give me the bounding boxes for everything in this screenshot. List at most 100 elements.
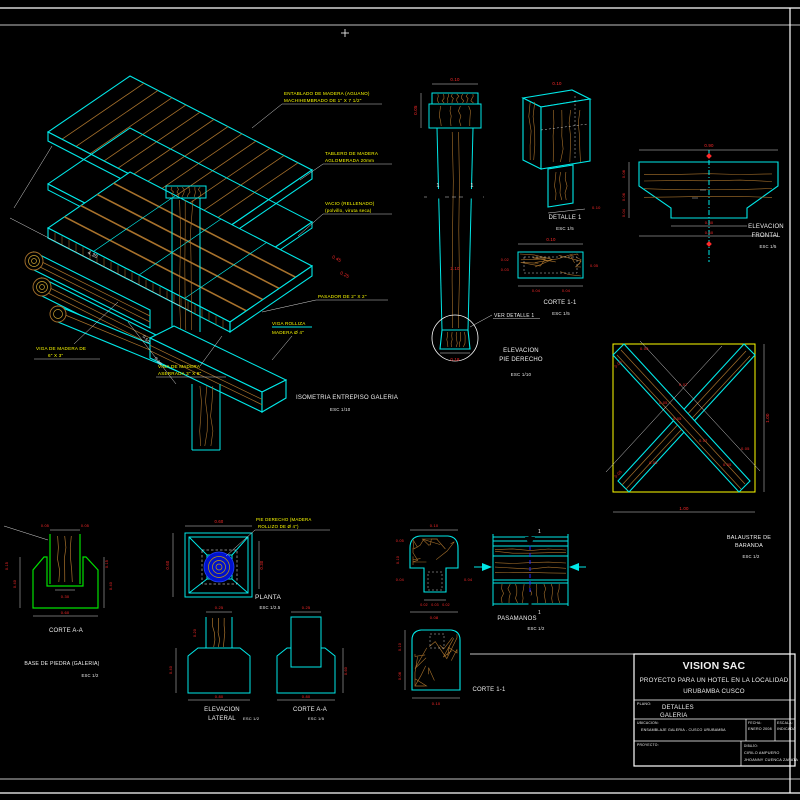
detail-1-view: 0.10 0.10 DETALLE 1 ESC 1/5 [521,81,601,231]
view-title: CORTE 1-1 [543,300,576,306]
dim: 0.05 [613,469,623,479]
view-scale: ESC 1/5 [556,226,574,231]
base-section-view: 0.25 0.60 0.80 CORTE A-A ESC 1/5 [276,605,348,721]
iso-dimensions: 4.30 0.50 0.30 0.45 0.25 [9,145,350,385]
escala-value: INDICADA [777,727,796,731]
dim: 0.10 [552,81,562,86]
dim: 0.05 [613,359,623,369]
iso-dim: 0.45 [331,254,342,263]
view-scale: ESC 1/2 [243,716,260,721]
dim: 0.04 [622,209,626,217]
dim: 0.03 [501,268,509,272]
view-title: ELEVACION [503,348,539,354]
dim: 0.10 [546,237,556,242]
dim: 0.08 [398,672,402,680]
section-marker-1: 1 [525,528,541,546]
view-scale: ESC 1/2 [743,554,760,559]
section-number: 1 [538,529,541,535]
dim: 0.05 [81,524,89,528]
log-beam [24,251,151,329]
dim: 0.18 [450,357,460,362]
dim: 0.30 [61,594,70,599]
dim: 0.25 [302,605,311,610]
dim: 0.60 [215,519,224,524]
fecha-label: FECHA: [748,721,762,725]
escala-label: ESCALA: [777,721,793,725]
section-marker-1: 1 [465,183,483,199]
sheet-title: GALERIA [660,713,687,719]
view-title: BALAUSTRE DE [727,535,771,541]
dim: 0.40 [13,580,17,588]
dim: 0.40 [169,666,173,674]
company-name: VISION SAC [683,660,746,672]
label-pie-derecho: PIE DERECHO (MADERA [256,517,312,522]
dim: 1.00 [679,506,689,511]
dibujo-name: JHOANNY CUENCA ZAPATA [744,758,798,762]
handrail-profile-sections: 0.10 0.05 0.10 0.04 0.04 0.02 0.03 0.02 … [396,523,506,706]
view-scale: ESC 1/5 [308,716,325,721]
see-detail-note: VER DETALLE 1 [494,313,534,319]
section-marker-1: 1 [525,594,541,616]
dim: 0.10 [398,643,402,651]
dim: 0.30 [259,560,264,569]
view-title: CORTE A-A [49,628,83,634]
sheet-border [0,7,800,794]
project-title: PROYECTO PARA UN HOTEL EN LA LOCALIDAD [640,677,789,684]
dim: 0.30 [705,220,714,225]
project-location: URUBAMBA CUSCO [683,688,745,695]
dim: 0.60 [165,560,170,569]
label-viga2: ASERRADA 3" X 8" [158,371,202,376]
section-marker-1: 1 [427,183,445,199]
dim: 0.05 [649,460,658,465]
label-vacio: VACIO (RELLENADO) [325,201,375,206]
detail-name: BASE DE PIEDRA (GALERIA) [24,661,99,667]
dim: 0.10 [450,77,460,82]
dim: 0.04 [562,289,570,293]
dim: 0.07 [699,438,708,443]
dim: 0.90 [704,143,714,148]
ubicacion-label: UBICACION: [637,721,659,725]
label-entablado: MACHIHEMBRADO DE 1" X 7 1/2" [284,98,362,103]
dibujo-label: DIBUJO: [744,744,758,748]
dim: 0.07 [679,382,688,387]
dim: 0.10 [432,701,441,706]
baluster-detail: 1.00 1.00 0.05 0.05 0.07 0.05 0.05 0.07 … [605,340,771,559]
dim: 0.25 [215,605,224,610]
stone-base-section: 0.30 0.05 0.05 0.40 0.15 0.15 0.40 0.60 … [3,524,113,678]
proyecto-label: PROYECTO: [637,743,659,747]
view-title: FRONTAL [752,233,781,239]
dim: 0.06 [622,193,626,201]
post-elevation-view: 0.10 0.05 1 1 2.10 0.18 VER DETALLE 1 EL… [413,77,543,377]
section-number: 1 [538,610,541,616]
iso-dim-total: 4.30 [86,250,98,260]
dim: 0.60 [344,667,348,675]
iso-dim: 0.25 [339,270,350,279]
label-tablero: AGLOMERADA 20mm [325,158,374,163]
post-and-corbel [148,185,288,451]
dim: 0.05 [741,446,750,451]
dim: 0.05 [640,346,649,351]
label-rolliza: MADERA Ø 4" [272,330,304,335]
dim: 2.10 [450,266,460,271]
label-pie-derecho: ROLLIZO DE Ø 4") [258,524,299,529]
iso-annotations: ENTABLADO DE MADERA (AGUANO) MACHIHEMBRA… [34,91,392,378]
dim: 0.05 [590,264,598,268]
border-tick-mark [341,29,349,37]
dim: 0.02 [442,603,450,607]
view-title: CORTE A-A [293,707,327,713]
label-vacio: (polvillo, viruta seca) [325,208,372,213]
view-title: LATERAL [208,716,236,722]
label-tablero: TABLERO DE MADERA [325,151,379,156]
dim: 0.10 [396,556,400,564]
dim: 0.05 [413,105,418,115]
label-viga1: 6" X 3" [48,353,64,358]
view-scale: ESC 1/2 [528,626,545,631]
view-title: PLANTA [255,594,281,601]
isometric-entrepiso-view: 4.30 0.50 0.30 0.45 0.25 ENTABLADO DE MA… [9,75,398,451]
dim: 0.02 [420,603,428,607]
post-section-view: 0.10 0.02 0.03 0.05 0.04 0.04 CORTE 1-1 … [501,237,598,316]
dim: 0.15 [5,562,9,570]
dim: 0.10 [592,205,601,210]
dim: 0.05 [723,462,732,467]
label-viga2: VIGA DE MADERA [158,364,201,369]
